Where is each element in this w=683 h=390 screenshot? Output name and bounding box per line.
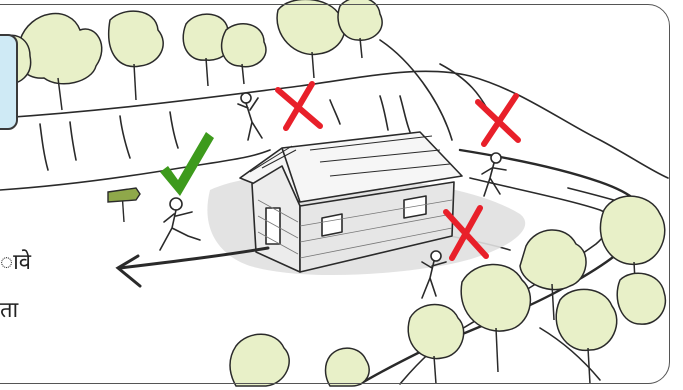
caption-line-1: ावे (0, 246, 31, 276)
caption-line-2: ता (0, 294, 18, 324)
signpost (108, 188, 140, 222)
callout-box (0, 34, 18, 130)
cross-icon (278, 84, 320, 128)
